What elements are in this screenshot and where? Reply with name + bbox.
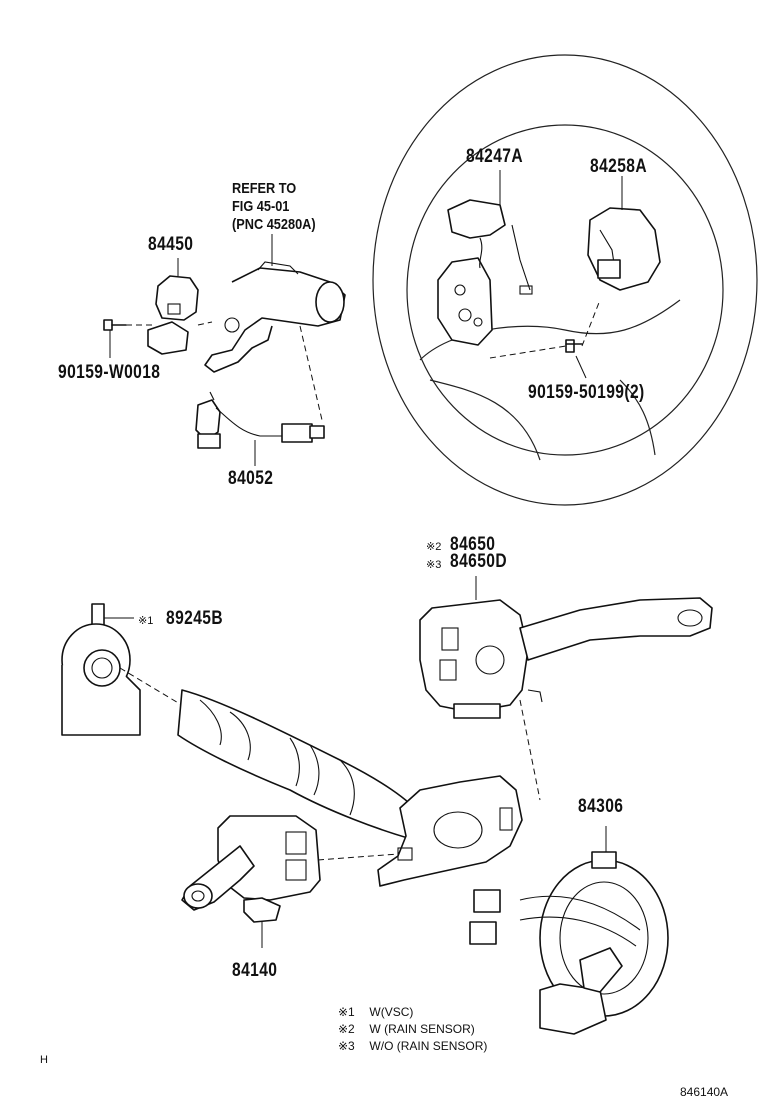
wiper-switch-84650 — [419, 576, 713, 801]
ignition-part-84450 — [147, 258, 199, 355]
wire-harness-84052 — [195, 391, 325, 466]
refer-note-line2: FIG 45-01 — [232, 198, 290, 215]
screw-90159-w0018 — [103, 319, 152, 331]
steering-column — [177, 689, 421, 839]
steering-wheel — [372, 54, 758, 506]
refer-note-line1: REFER TO — [232, 180, 297, 197]
turn-signal-switch-84140 — [181, 815, 321, 948]
note-1: ※1 W(VSC) — [338, 1004, 413, 1021]
switch-bracket — [317, 775, 523, 887]
note-1-mark: ※1 — [338, 1005, 355, 1019]
note-3: ※3 W/O (RAIN SENSOR) — [338, 1038, 487, 1055]
steering-switch-84258a — [587, 207, 661, 291]
note-3-mark: ※3 — [338, 1039, 355, 1053]
mark-89245b: ※1 — [138, 615, 154, 627]
mark-84650: ※2 — [426, 541, 442, 553]
label-84650: 84650 — [450, 534, 496, 555]
mark-84650d: ※3 — [426, 559, 442, 571]
label-84052: 84052 — [228, 468, 274, 489]
note-2-mark: ※2 — [338, 1022, 355, 1036]
refer-note-line3: (PNC 45280A) — [232, 216, 316, 233]
sensor-89245b — [61, 603, 191, 736]
screw-90159-50199 — [489, 299, 601, 359]
note-2-text: W (RAIN SENSOR) — [369, 1022, 475, 1036]
label-84650d: 84650D — [450, 551, 508, 572]
label-89245b: 89245B — [166, 608, 224, 629]
label-84450: 84450 — [148, 234, 194, 255]
corner-mark: H — [40, 1054, 48, 1066]
label-84247a: 84247A — [466, 146, 524, 167]
note-3-text: W/O (RAIN SENSOR) — [369, 1039, 488, 1053]
leader-90159-50199 — [575, 355, 587, 379]
ignition-lock-assembly — [197, 234, 346, 421]
label-84258a: 84258A — [590, 156, 648, 177]
figure-id: 846140A — [680, 1085, 729, 1099]
label-84306: 84306 — [578, 796, 624, 817]
label-90159-50199: 90159-50199(2) — [528, 382, 645, 403]
label-90159-w0018: 90159-W0018 — [58, 362, 161, 383]
steering-switch-84247a — [437, 199, 533, 346]
spiral-cable-84306 — [469, 826, 669, 1035]
label-84140: 84140 — [232, 960, 278, 981]
note-1-text: W(VSC) — [369, 1005, 414, 1019]
note-2: ※2 W (RAIN SENSOR) — [338, 1021, 475, 1038]
